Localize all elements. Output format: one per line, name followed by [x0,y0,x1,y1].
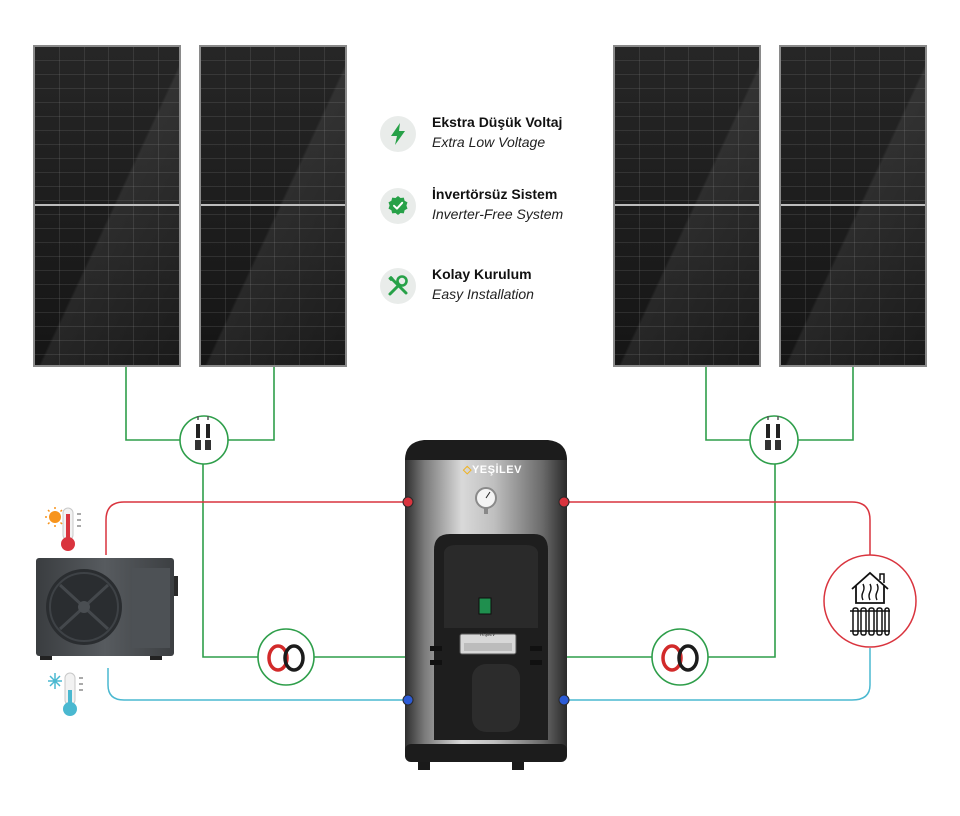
hot-thermometer-icon [45,507,81,551]
solar-panel-right-2 [779,45,927,367]
solar-panel-right-1 [613,45,761,367]
feature-title: Ekstra Düşük Voltaj [432,114,563,130]
wrench-screwdriver-icon [380,268,416,304]
lightning-icon [380,116,416,152]
tank-display-label: Yeşilev [479,632,495,638]
cold-water-line [107,648,871,701]
hot-water-line [105,501,871,556]
mc4-connector-right-icon [749,415,799,465]
feature-subtitle: Inverter-Free System [432,206,564,222]
check-badge-icon [380,188,416,224]
cable-coil-right-icon [651,628,709,686]
solar-panel-left-1 [33,45,181,367]
mc4-connector-left-icon [179,415,229,465]
feature-subtitle: Extra Low Voltage [432,134,546,150]
feature-extra-low-voltage: Ekstra Düşük Voltaj Extra Low Voltage [380,112,640,160]
green-wire-right [565,367,854,658]
feature-subtitle: Easy Installation [432,286,534,302]
feature-easy-installation: Kolay Kurulum Easy Installation [380,264,640,312]
feature-inverter-free: İnvertörsüz Sistem Inverter-Free System [380,184,640,232]
leaf-icon: ◇ [463,464,472,476]
cold-thermometer-icon [48,672,83,716]
solar-panel-left-2 [199,45,347,367]
water-tank [402,440,570,770]
cable-coil-left-icon [257,628,315,686]
home-heating-icon [823,554,917,648]
feature-title: İnvertörsüz Sistem [432,186,558,202]
green-wire-left [125,367,410,658]
tank-brand-logo: ◇YEŞİLEV [463,463,522,476]
tank-brand-text: YEŞİLEV [471,464,522,476]
heat-pump-unit [36,558,178,660]
feature-title: Kolay Kurulum [432,266,532,282]
